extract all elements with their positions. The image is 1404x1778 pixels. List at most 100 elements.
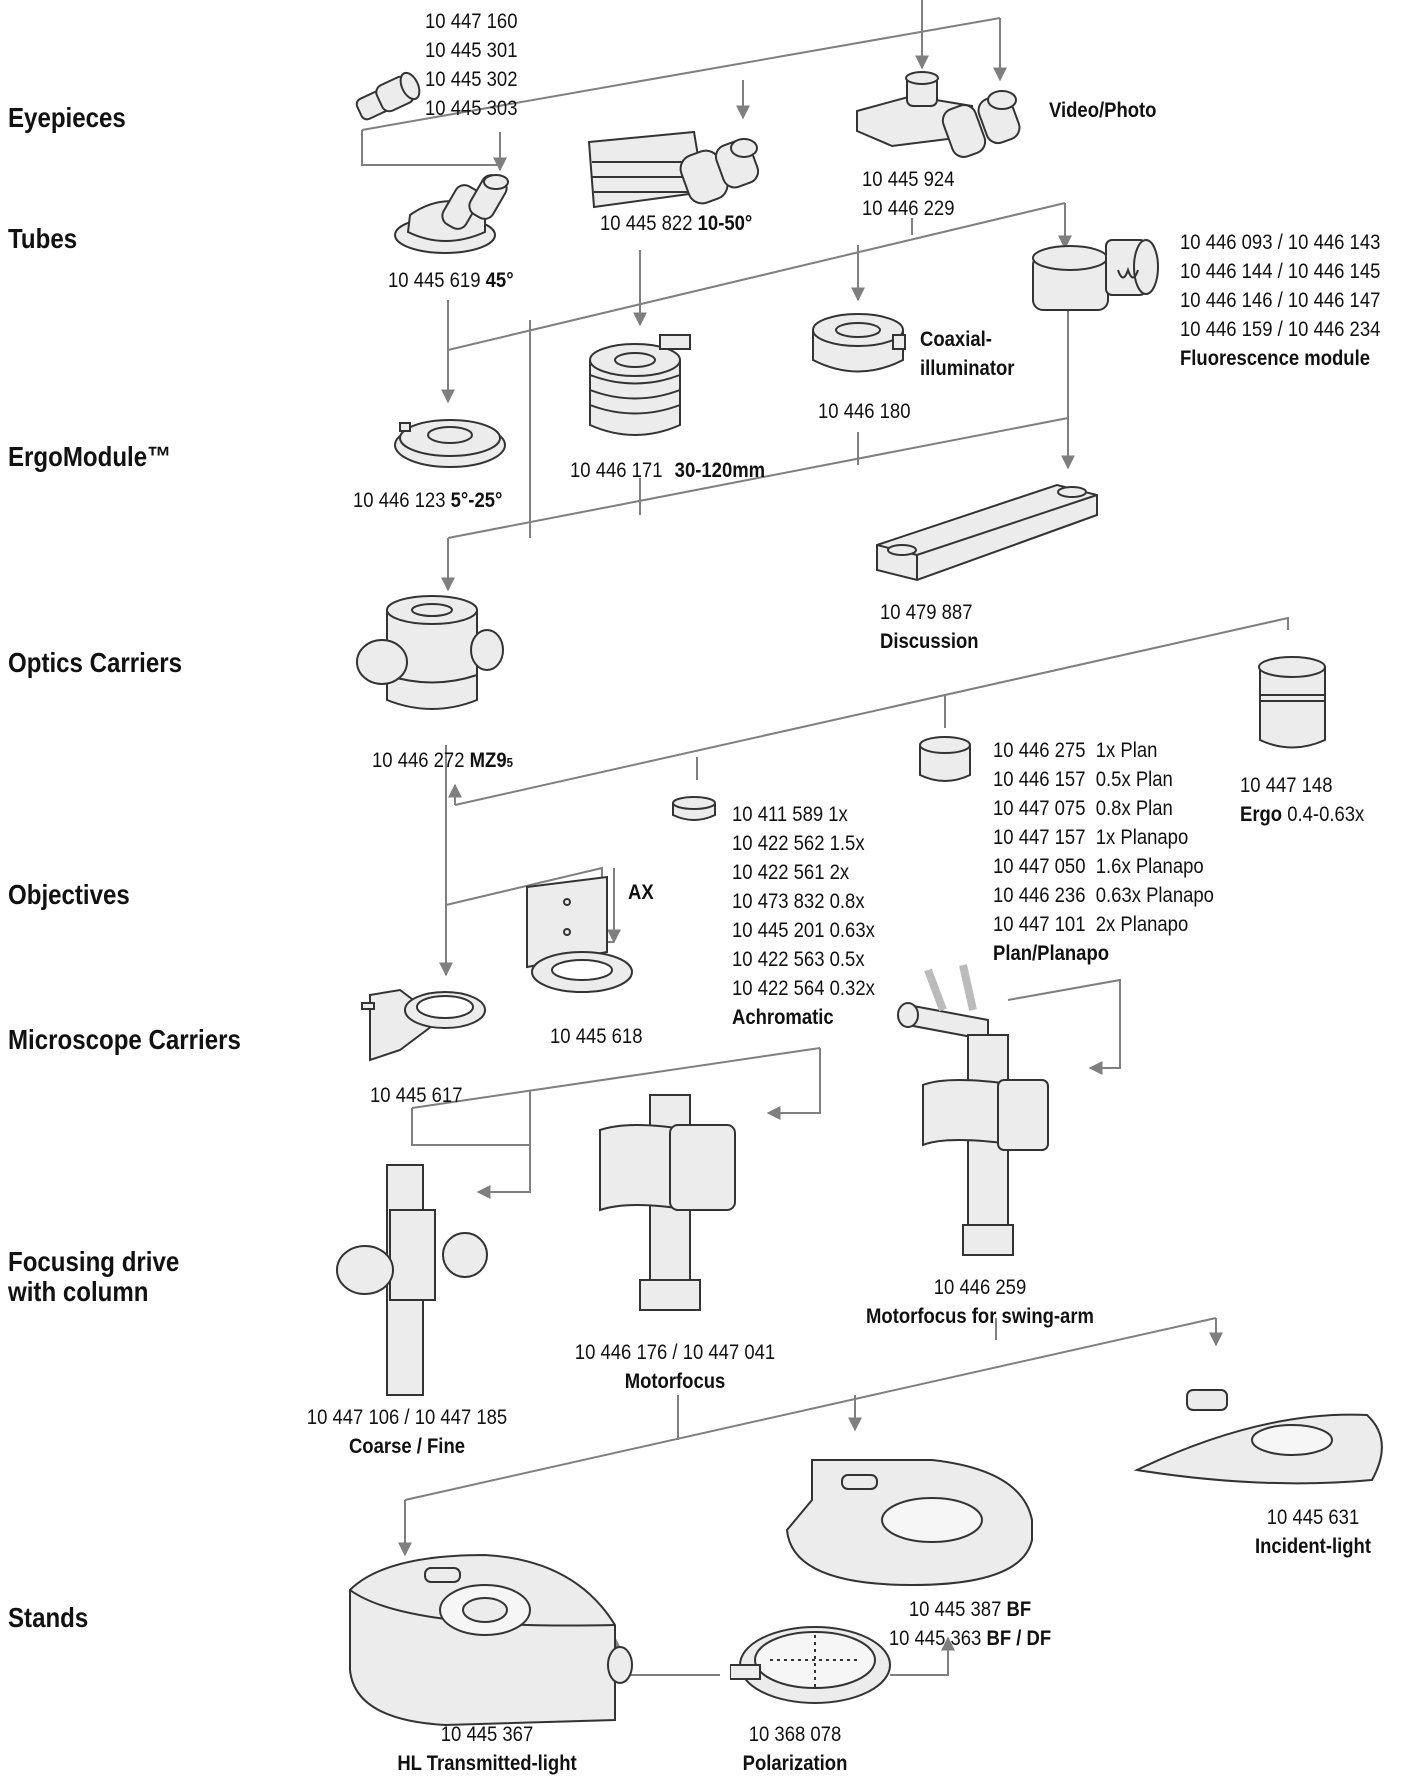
stand-bfdf-row: 10 445 363 BF / DF [889,1624,1051,1653]
stand-bf-code: 10 445 387 [908,1598,1002,1621]
plan-planapo-label: Plan/Planapo [993,942,1110,965]
motorfocus-label: Motorfocus [624,1370,726,1393]
incident-light-labels: 10 445 631 Incident-light [1255,1503,1371,1561]
incident-light-stand-illustration [1133,1389,1383,1485]
ax-carrier-illustration [526,875,633,993]
ergo-objective-spec: 0.4-0.63x [1287,803,1365,826]
category-microscope-carriers: Microscope Carriers [8,1024,241,1055]
discussion-code: 10 479 887 [880,601,973,624]
fluorescence-module-label: Fluorescence module [1180,347,1370,370]
motorfocus-swing-labels: 10 446 259 Motorfocus for swing-arm [866,1273,1094,1331]
achromatic-row: 10 422 562 1.5x [732,832,865,855]
stand-bfdf-code: 10 445 363 [888,1627,982,1650]
coaxial-illuminator-label: Coaxial- illuminator [920,325,1014,383]
category-focusing-drive: Focusing drive with column [8,1247,179,1307]
ergo-objective-labels: 10 447 148 Ergo 0.4-0.63x [1240,771,1364,829]
stand-bfdf-spec: BF / DF [986,1627,1052,1650]
plan-objective-illustration [919,736,971,782]
category-tubes: Tubes [8,223,78,254]
tube-45-illustration [394,174,509,254]
video-photo-code: 10 445 924 [862,168,955,191]
motorfocus-illustration [599,1094,736,1311]
fluorescence-code: 10 446 144 / 10 446 145 [1180,260,1381,283]
plan-row: 10 447 050 1.6x Planapo [993,852,1214,881]
extension-label: 10 446 171 30-120mm [570,456,765,485]
discussion-label: Discussion [880,630,979,653]
achromatic-row: 10 445 201 0.63x [732,919,875,942]
polarization-illustration [730,1626,891,1704]
plan-row: 10 447 157 1x Planapo [993,823,1214,852]
ergomodule-code: 10 446 123 [353,489,446,512]
plan-code: 10 446 275 [993,739,1086,762]
extension-spec: 30-120mm [674,459,766,482]
carrier-617-illustration [361,988,486,1062]
coarse-fine-drive-illustration [336,1164,488,1396]
incident-light-code: 10 445 631 [1266,1506,1360,1529]
tube-45-spec: 45° [485,269,514,292]
optics-carrier-label: 10 446 272 MZ95 [372,746,513,777]
tube-10-50-spec: 10-50° [697,212,753,235]
plan-row: 10 447 075 0.8x Plan [993,794,1214,823]
plan-desc: 1x Planapo [1095,826,1189,849]
fluorescence-module-labels: 10 446 093 / 10 446 143 10 446 144 / 10 … [1180,228,1380,373]
ax-code: 10 445 618 [550,1025,643,1048]
eyepiece-code: 10 445 302 [425,68,518,91]
plan-planapo-list: 10 446 275 1x Plan 10 446 157 0.5x Plan … [993,736,1214,968]
polarization-code: 10 368 078 [748,1723,842,1746]
plan-code: 10 447 101 [993,913,1086,936]
plan-row: 10 447 101 2x Planapo [993,910,1214,939]
plan-desc: 1x Plan [1095,739,1158,762]
ergomodule-label: 10 446 123 5°-25° [353,486,502,515]
tube-10-50-code: 10 445 822 [600,212,693,235]
polarization-labels: 10 368 078 Polarization [743,1720,848,1778]
category-objectives: Objectives [8,879,130,910]
coaxial-label-line1: Coaxial- [920,328,992,351]
video-photo-code: 10 446 229 [862,197,955,220]
stand-bf-row: 10 445 387 BF [889,1595,1051,1624]
fluorescence-module-illustration [1032,239,1159,311]
achromatic-objective-illustration [672,796,716,821]
category-optics-carriers: Optics Carriers [8,647,183,678]
coaxial-illuminator-illustration [812,313,906,373]
motorfocus-labels: 10 446 176 / 10 447 041 Motorfocus [575,1338,775,1396]
achromatic-row: 10 422 561 2x [732,861,850,884]
optics-carrier-code: 10 446 272 [372,749,465,772]
eyepiece-illustration [355,71,421,121]
eyepiece-code: 10 445 303 [425,97,518,120]
plan-row: 10 446 236 0.63x Planapo [993,881,1214,910]
achromatic-row: 10 422 564 0.32x [732,977,875,1000]
ergo-objective-illustration [1258,656,1326,749]
hl-transmitted-labels: 10 445 367 HL Transmitted-light [397,1720,576,1778]
optics-carrier-model-sub: 5 [506,755,513,770]
eyepiece-codes: 10 447 160 10 445 301 10 445 302 10 445 … [425,7,517,123]
ergo-objective-desc: Ergo 0.4-0.63x [1240,800,1364,829]
tube-45-label: 10 445 619 45° [388,266,514,295]
coarse-fine-labels: 10 447 106 / 10 447 185 Coarse / Fine [307,1403,507,1461]
category-focusing-drive-line1: Focusing drive [8,1246,180,1277]
optics-carrier-mz95-illustration [356,595,504,710]
category-focusing-drive-line2: with column [8,1276,149,1307]
tube-10-50-illustration [587,130,760,209]
eyepiece-code: 10 447 160 [425,10,518,33]
hl-transmitted-code: 10 445 367 [440,1723,534,1746]
motorfocus-swing-code: 10 446 259 [933,1276,1027,1299]
fluorescence-code: 10 446 093 / 10 446 143 [1180,231,1381,254]
ergo-objective-code: 10 447 148 [1240,774,1333,797]
motorfocus-code: 10 446 176 / 10 447 041 [574,1341,776,1364]
extension-code: 10 446 171 [570,459,663,482]
tube-10-50-label: 10 445 822 10-50° [600,209,752,238]
video-photo-codes: 10 445 924 10 446 229 [862,165,954,223]
motorfocus-swing-label: Motorfocus for swing-arm [866,1305,1094,1328]
plan-code: 10 446 157 [993,768,1086,791]
hl-transmitted-light-stand-illustration [349,1553,633,1727]
stand-bf-spec: BF [1006,1598,1032,1621]
plan-code: 10 447 157 [993,826,1086,849]
plan-row: 10 446 157 0.5x Plan [993,765,1214,794]
coaxial-code: 10 446 180 [818,400,911,423]
achromatic-row: 10 422 563 0.5x [732,948,865,971]
optics-carrier-model: MZ9 [469,749,507,772]
discussion-bridge-illustration [876,483,1098,582]
category-stands: Stands [8,1602,89,1633]
motorfocus-swing-arm-illustration [897,964,1049,1256]
achromatic-row: 10 411 589 1x [732,803,848,826]
